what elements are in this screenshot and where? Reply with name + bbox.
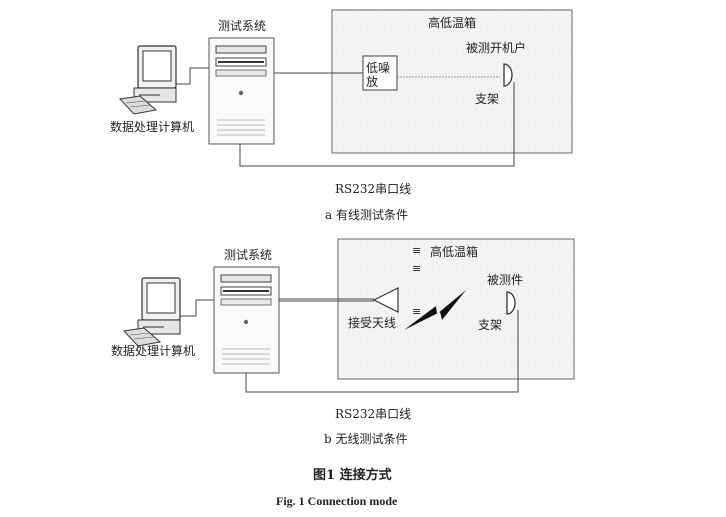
chamber-box-b <box>337 238 575 380</box>
serial-label-b: RS232串口线 <box>335 407 411 421</box>
dut-icon-a <box>503 63 513 87</box>
test-system-tower-b <box>213 266 280 374</box>
figure-title-cn: 图1 连接方式 <box>313 467 392 483</box>
caption-a: a 有线测试条件 <box>325 207 408 222</box>
antenna-icon <box>372 287 399 313</box>
dut-label-b: 被测件 <box>487 273 523 287</box>
lna-label-line1: 低噪 <box>366 61 390 75</box>
serial-label-a: RS232串口线 <box>335 182 411 196</box>
computer-label-b: 数据处理计算机 <box>111 343 195 358</box>
dut-icon-b <box>506 291 516 315</box>
cables-a <box>176 67 515 167</box>
panel-a: 高低温箱 测试系统 数据处理计算机 低噪 放 <box>110 9 573 222</box>
test-system-label-b: 测试系统 <box>224 247 272 262</box>
computer-icon-b <box>122 277 181 347</box>
computer-label-a: 数据处理计算机 <box>110 119 194 134</box>
bracket-label-a: 支架 <box>475 92 499 106</box>
antenna-label: 接受天线 <box>348 315 396 330</box>
test-system-tower-a <box>208 37 275 145</box>
lna-box <box>362 55 398 91</box>
computer-icon-a <box>118 45 177 115</box>
chamber-label-b: 高低温箱 <box>430 244 478 259</box>
chamber-label-a: 高低温箱 <box>428 15 476 30</box>
wireless-signal-icon <box>404 290 466 330</box>
mark-3: ≡ <box>412 305 421 318</box>
bracket-label-b: 支架 <box>478 318 502 332</box>
mark-1: ≡ <box>412 244 421 257</box>
figure-title-en: Fig. 1 Connection mode <box>276 494 398 508</box>
dut-label-a: 被测开机户 <box>466 40 526 55</box>
panel-b: 高低温箱 ≡ ≡ ≡ 测试系统 数据处理计算机 <box>111 238 575 446</box>
caption-b: b 无线测试条件 <box>324 431 408 446</box>
mark-2: ≡ <box>412 262 421 275</box>
cables-b <box>180 298 519 393</box>
test-system-label-a: 测试系统 <box>218 18 266 33</box>
lna-label-line2: 放 <box>366 74 378 89</box>
